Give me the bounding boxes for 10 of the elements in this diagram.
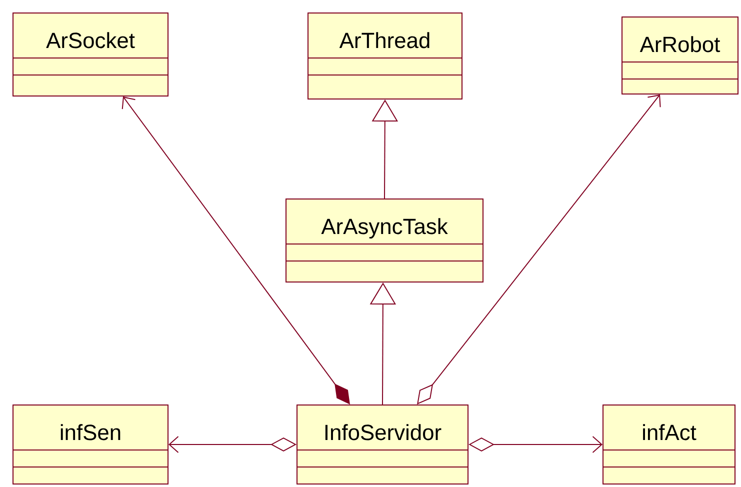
association-line — [122, 96, 350, 404]
class-box: ArAsyncTask — [286, 198, 484, 282]
class-box: ArSocket — [12, 12, 168, 96]
class-box: ArRobot — [622, 16, 738, 94]
association-line — [417, 94, 661, 404]
class-box: ArThread — [308, 12, 462, 100]
class-box: infAct — [602, 404, 736, 484]
association-line — [372, 100, 398, 199]
class-box: InfoServidor — [296, 404, 468, 484]
class-box: infSen — [12, 404, 168, 484]
